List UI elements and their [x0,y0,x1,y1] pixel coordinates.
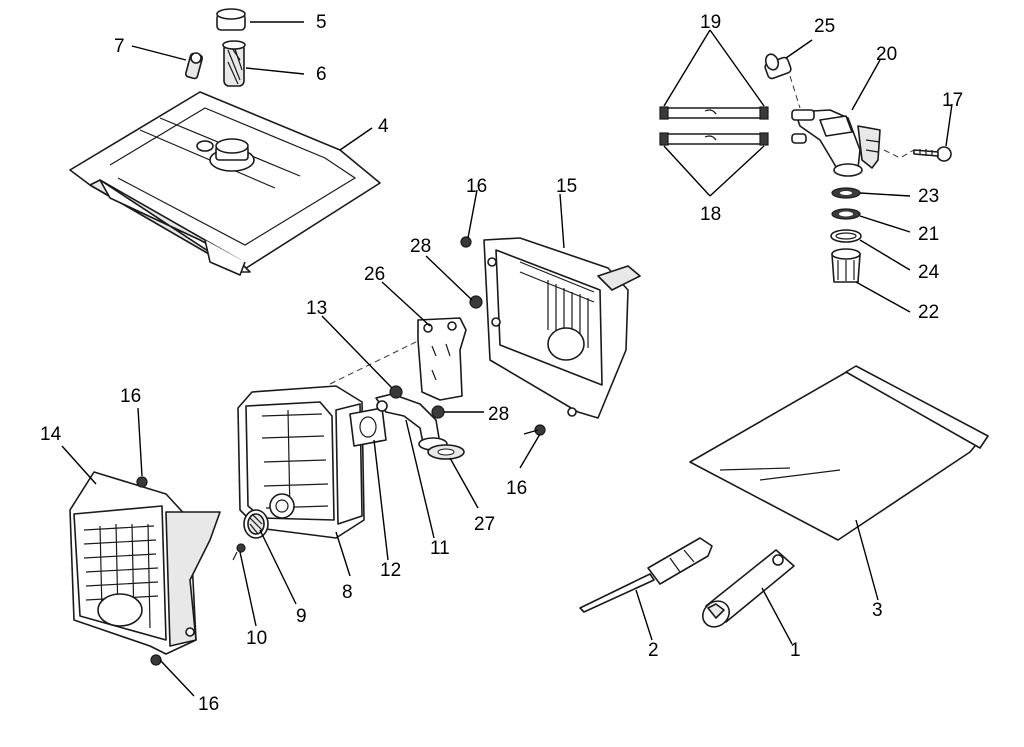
muffler-cover [69,471,221,655]
bolt [150,654,162,666]
fuel-cock [791,109,881,177]
callout-16: 16 [120,386,141,407]
cock-screw [913,146,952,162]
muffler-bracket [417,317,467,401]
muffler-gasket [349,407,387,447]
callout-28: 28 [488,404,509,425]
fuel-cap [216,8,246,31]
callout-14: 14 [40,424,62,445]
callout-8: 8 [342,582,353,603]
callout-1: 1 [790,640,801,661]
callout-28: 28 [410,236,431,257]
o-ring [831,208,861,220]
nut [389,385,403,399]
callout-16: 16 [506,478,527,499]
plug-wrench [701,549,795,628]
fuel-hose-lower [659,132,769,146]
fuel-hose-upper [659,106,769,120]
bolt [136,476,148,488]
callout-11: 11 [430,538,450,559]
callout-labels: 1 2 3 4 5 6 7 8 9 10 11 12 13 14 15 16 1… [40,12,963,715]
nut [469,295,483,309]
callout-25: 25 [814,16,835,37]
screwdriver [579,537,713,613]
callout-26: 26 [364,264,385,285]
callout-6: 6 [316,64,327,85]
callout-20: 20 [876,44,897,65]
callout-4: 4 [378,116,389,137]
callout-16: 16 [198,694,219,715]
callout-23: 23 [918,186,939,207]
leader-lines [61,21,953,697]
tool-bag [689,365,989,541]
callout-2: 2 [648,640,659,661]
exhaust-gasket [427,444,465,460]
hose-clamp [764,53,792,80]
callout-19: 19 [700,12,721,33]
callout-17: 17 [942,90,963,111]
muffler-protector [483,237,641,419]
callout-12: 12 [380,560,401,581]
muffler [237,385,365,539]
callout-18: 18 [700,204,721,225]
fuel-strainer [222,40,246,87]
callout-27: 27 [474,514,495,535]
callout-16: 16 [466,176,487,197]
vent-valve [184,52,204,80]
callout-13: 13 [306,298,327,319]
arrester-screw [232,543,246,561]
callout-21: 21 [918,224,939,245]
spark-arrester [243,509,269,539]
callout-7: 7 [114,36,125,57]
bolt [460,236,472,248]
callout-10: 10 [246,628,267,649]
callout-24: 24 [918,262,940,283]
filter-cup-ring [830,229,862,243]
nut [431,405,445,419]
callout-15: 15 [556,176,577,197]
fuel-tank [69,91,381,276]
callout-22: 22 [918,302,939,323]
gasket-ring [831,187,861,199]
callout-3: 3 [872,600,883,621]
filter-cup [831,248,861,283]
callout-9: 9 [296,606,307,627]
callout-5: 5 [316,12,327,33]
